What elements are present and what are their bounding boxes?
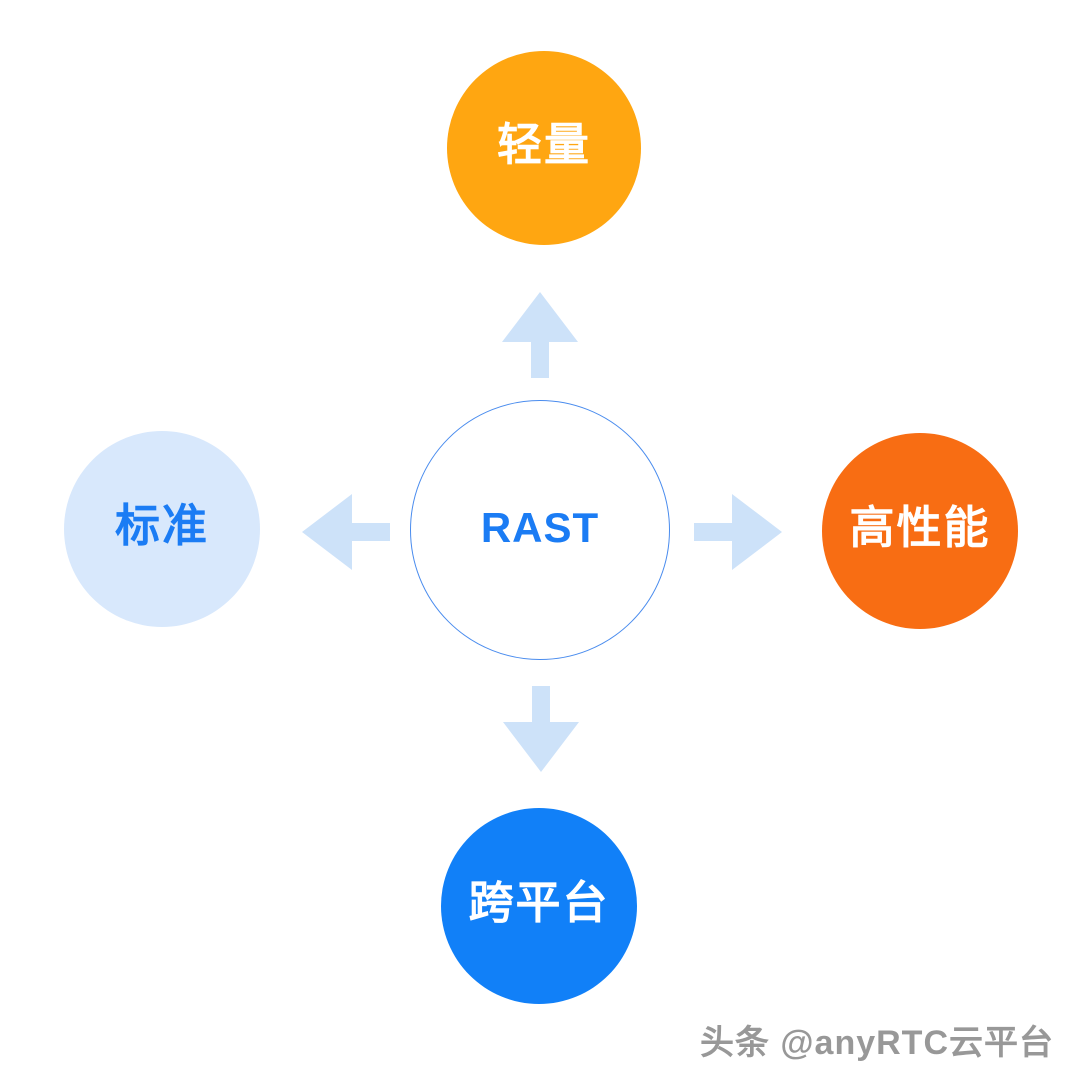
arrow-right-icon <box>694 494 782 570</box>
node-lightweight-label: 轻量 <box>496 118 591 170</box>
arrow-left-icon <box>302 494 390 570</box>
node-lightweight: 轻量 <box>447 51 641 245</box>
watermark: 头条 @anyRTC云平台 <box>699 1024 1054 1062</box>
node-cross-platform-label: 跨平台 <box>468 876 610 928</box>
node-high-performance-label: 高性能 <box>849 501 991 553</box>
center-node-label: RAST <box>480 504 600 551</box>
arrow-down-icon <box>503 686 579 772</box>
center-node-rast: RAST <box>410 400 670 660</box>
node-standard-label: 标准 <box>114 499 209 551</box>
node-cross-platform: 跨平台 <box>441 808 637 1004</box>
node-standard: 标准 <box>64 431 260 627</box>
node-high-performance: 高性能 <box>822 433 1018 629</box>
arrow-up-icon <box>502 292 578 378</box>
